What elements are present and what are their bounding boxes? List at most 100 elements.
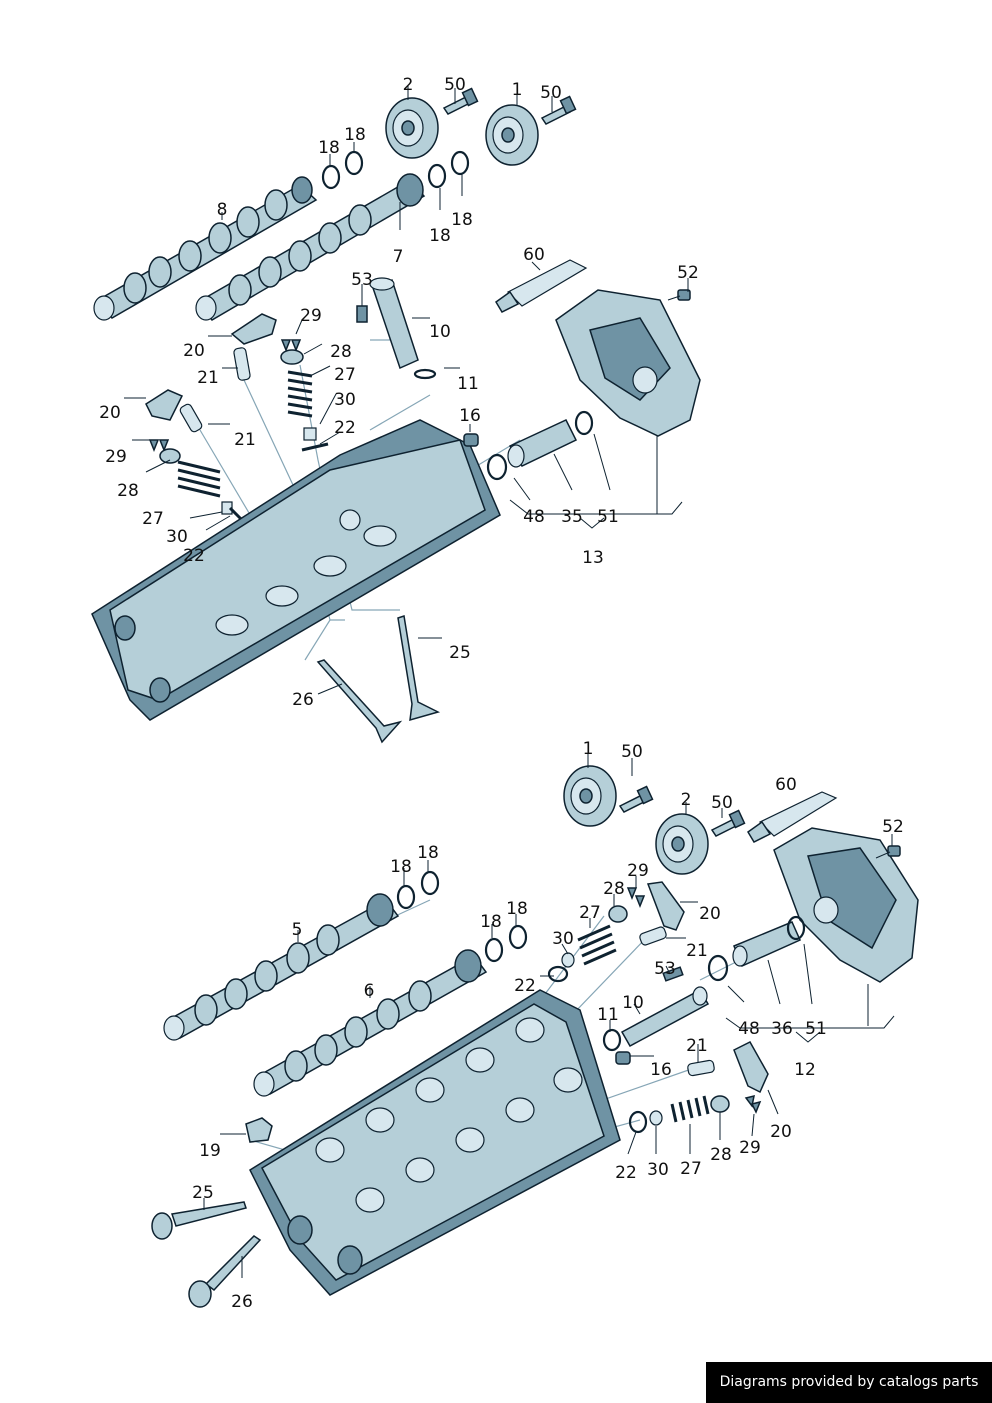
- lower-assembly: [151, 752, 919, 1308]
- callout-numbers: 2 50 1 50 18 18 18 18 8 7 60 52 53 10 29…: [99, 75, 904, 1312]
- rocker-arm-20-upper-a: [230, 313, 277, 345]
- guide-pin-53-lower: [662, 966, 684, 982]
- callout-upper-27-a: 27: [334, 365, 356, 385]
- callout-lower-18-d: 18: [506, 899, 528, 919]
- o-ring-11-lower: [602, 1028, 622, 1052]
- spring-seat-22-lower-b: [628, 1110, 648, 1134]
- callout-upper-53: 53: [351, 270, 373, 290]
- callout-upper-18-b: 18: [344, 125, 366, 145]
- upper-leader-lines: [124, 86, 689, 695]
- valve-stem-seal-30-lower-b: [649, 1110, 663, 1126]
- callout-lower-30-b: 30: [647, 1160, 669, 1180]
- valve-25-upper: [397, 615, 441, 722]
- head-bores-lower: [287, 1017, 583, 1275]
- callout-lower-10: 10: [622, 993, 644, 1013]
- rocker-arm-20-lower-a: [646, 881, 685, 931]
- hydraulic-tappet-21-upper-a: [233, 347, 251, 381]
- camshaft-adjuster-1-lower: [563, 765, 617, 827]
- callout-lower-36: 36: [771, 1019, 793, 1039]
- valve-spring-27-lower-b: [670, 1095, 710, 1123]
- callout-lower-11: 11: [597, 1005, 619, 1025]
- tube-36-lower: [732, 921, 801, 968]
- valve-26-lower: [188, 1235, 262, 1308]
- callout-upper-13: 13: [582, 548, 604, 568]
- cotters-29-lower-a: [626, 887, 646, 909]
- callout-lower-48: 48: [738, 1019, 760, 1039]
- valve-25-lower: [151, 1201, 247, 1240]
- callout-upper-60: 60: [523, 245, 545, 265]
- hydraulic-tappet-21-upper-b: [179, 403, 203, 433]
- callout-upper-22-a: 22: [334, 418, 356, 438]
- spring-seat-22-lower-a: [547, 965, 569, 983]
- bolt-50-lower-b: [710, 809, 746, 837]
- callout-upper-18-c: 18: [429, 226, 451, 246]
- cotters-29-upper-a: [280, 339, 302, 353]
- control-valve-10-lower: [620, 986, 710, 1048]
- camshaft-adjuster-1: [485, 104, 539, 166]
- bolt-52-lower: [875, 845, 901, 859]
- camshaft-adjuster-2: [385, 97, 439, 159]
- callout-lower-20-b: 20: [770, 1122, 792, 1142]
- hydraulic-tappet-21-lower-a: [639, 926, 667, 946]
- callout-upper-50-b: 50: [540, 83, 562, 103]
- callout-lower-29-a: 29: [627, 861, 649, 881]
- camshaft-5: [163, 893, 400, 1041]
- o-ring-48-lower: [707, 954, 729, 982]
- o-ring-51-upper: [574, 410, 594, 436]
- valve-spring-27-upper-a: [287, 370, 313, 418]
- bolt-52-upper: [667, 289, 691, 301]
- callout-lower-20-a: 20: [699, 904, 721, 924]
- sealant-tube-60-lower: [747, 791, 838, 843]
- callout-upper-8: 8: [217, 200, 228, 220]
- spring-retainer-28-lower-b: [710, 1095, 730, 1113]
- callout-upper-29-b: 29: [105, 447, 127, 467]
- valve-spring-27-lower-a: [577, 924, 617, 966]
- callout-lower-5: 5: [292, 920, 303, 940]
- callout-upper-50-a: 50: [444, 75, 466, 95]
- callout-upper-28-a: 28: [330, 342, 352, 362]
- callout-lower-18-b: 18: [417, 843, 439, 863]
- callout-lower-28-a: 28: [603, 879, 625, 899]
- callout-lower-60: 60: [775, 775, 797, 795]
- callout-upper-11: 11: [457, 374, 479, 394]
- seal-16-lower: [615, 1051, 631, 1065]
- o-ring-48-upper: [486, 453, 508, 481]
- camshaft-7: [195, 173, 426, 321]
- callout-upper-18-d: 18: [451, 210, 473, 230]
- callout-lower-28-b: 28: [710, 1145, 732, 1165]
- callout-lower-50-b: 50: [711, 793, 733, 813]
- callout-lower-30-a: 30: [552, 929, 574, 949]
- spring-retainer-28-lower-a: [608, 905, 628, 923]
- chain-cover-12-lower: [773, 827, 919, 983]
- bolt-50-lower-a: [618, 785, 654, 813]
- callout-lower-50-a: 50: [621, 742, 643, 762]
- valve-stem-seal-30-upper-a: [303, 427, 317, 441]
- callout-lower-27-a: 27: [579, 903, 601, 923]
- o-ring-11-upper: [413, 368, 437, 380]
- spring-retainer-28-upper-b: [159, 448, 181, 464]
- callout-lower-16: 16: [650, 1060, 672, 1080]
- callout-upper-27-b: 27: [142, 509, 164, 529]
- callout-upper-28-b: 28: [117, 481, 139, 501]
- callout-upper-10: 10: [429, 322, 451, 342]
- callout-lower-18-c: 18: [480, 912, 502, 932]
- callout-upper-52: 52: [677, 263, 699, 283]
- callout-upper-20-a: 20: [183, 341, 205, 361]
- control-valve-10-upper: [356, 277, 419, 370]
- callout-lower-29-b: 29: [739, 1138, 761, 1158]
- callout-lower-51: 51: [805, 1019, 827, 1039]
- lower-leader-lines: [203, 752, 895, 1278]
- callout-lower-27-b: 27: [680, 1159, 702, 1179]
- rocker-arm-20-upper-b: [145, 389, 184, 421]
- camshaft-8: [93, 176, 318, 321]
- callout-lower-21-b: 21: [686, 1036, 708, 1056]
- callout-upper-22-b: 22: [183, 546, 205, 566]
- spring-seat-22-upper-a: [301, 442, 329, 452]
- cotters-29-upper-b: [148, 439, 170, 453]
- cylinder-head-lower: [249, 989, 621, 1296]
- callout-upper-2: 2: [403, 75, 414, 95]
- callout-upper-21-a: 21: [197, 368, 219, 388]
- camshaft-adjuster-2-lower: [655, 813, 709, 875]
- callout-upper-51: 51: [597, 507, 619, 527]
